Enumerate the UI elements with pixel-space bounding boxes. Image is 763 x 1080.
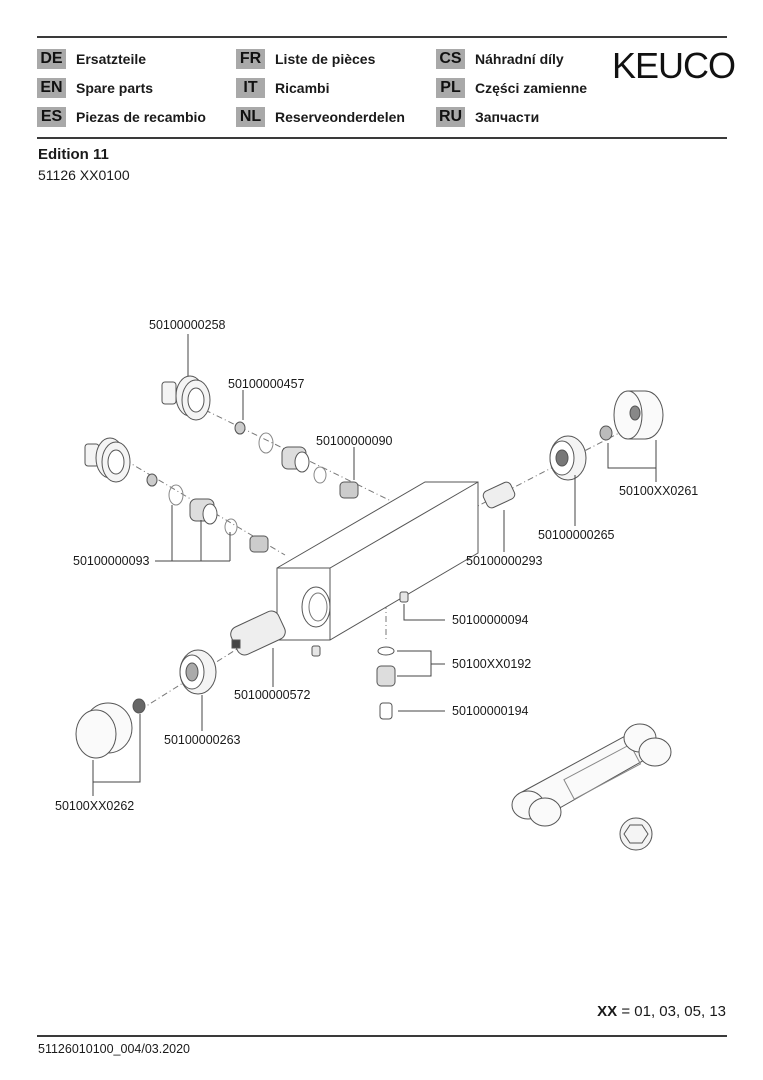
- right-rosette: [549, 435, 587, 481]
- language-code: CS: [436, 49, 465, 69]
- language-code: EN: [37, 78, 66, 98]
- right-handle: [613, 390, 664, 440]
- part-label-50100XX0192: 50100XX0192: [452, 657, 532, 671]
- part-label-50100000263: 50100000263: [164, 733, 241, 747]
- variant-key: XX: [597, 1003, 618, 1020]
- mounting-nut: [619, 817, 653, 851]
- language-code: IT: [236, 78, 265, 98]
- part-label-50100000457: 50100000457: [228, 377, 305, 391]
- variant-legend: XX = 01, 03, 05, 13: [597, 1003, 726, 1020]
- edition-title: Edition 11: [38, 146, 109, 163]
- language-label: Reserveonderdelen: [275, 109, 405, 125]
- bottom-stack: [376, 646, 396, 720]
- right-adapter: [599, 425, 613, 441]
- connector-upper: [161, 375, 211, 421]
- brand-logo: KEUCO: [612, 45, 736, 86]
- language-label: Liste de pièces: [275, 51, 376, 67]
- plugs: [311, 591, 409, 657]
- connector-lower: [84, 437, 131, 483]
- part-label-50100000094: 50100000094: [452, 613, 529, 627]
- valve-body: [276, 481, 479, 641]
- language-label: Spare parts: [76, 80, 154, 96]
- part-label-50100000090: 50100000090: [316, 434, 393, 448]
- part-label-50100000258: 50100000258: [149, 318, 226, 332]
- variant-values: = 01, 03, 05, 13: [621, 1003, 726, 1020]
- seat-bushings: [189, 446, 310, 525]
- language-label: Ersatzteile: [76, 51, 147, 67]
- part-label-50100000293: 50100000293: [466, 554, 543, 568]
- language-label: Piezas de recambio: [76, 109, 206, 125]
- part-label-50100000265: 50100000265: [538, 528, 615, 542]
- model-number: 51126 XX0100: [38, 167, 130, 183]
- language-label: Części zamienne: [475, 80, 588, 96]
- language-row-fr: FR Liste de pièces: [236, 49, 375, 69]
- o-rings: [168, 432, 327, 536]
- header-top-rule: [37, 36, 727, 38]
- language-row-cs: CS Náhradní díly: [436, 49, 564, 69]
- language-code: DE: [37, 49, 66, 69]
- left-rosette: [179, 649, 217, 695]
- language-row-en: EN Spare parts: [37, 78, 153, 98]
- part-label-50100XX0261: 50100XX0261: [619, 484, 699, 498]
- leader-lines: [92, 334, 657, 796]
- filter-cartridges: [249, 481, 359, 553]
- language-row-es: ES Piezas de recambio: [37, 107, 206, 127]
- footer-rule: [37, 1035, 727, 1037]
- part-label-50100000093: 50100000093: [73, 554, 150, 568]
- language-label: Ricambi: [275, 80, 330, 96]
- left-handle: [75, 702, 133, 759]
- language-label: Náhradní díly: [475, 51, 564, 67]
- thermostat-cartridge: [230, 610, 286, 656]
- language-label: Запчасти: [475, 109, 540, 125]
- language-code: NL: [236, 107, 265, 127]
- language-row-ru: RU Запчасти: [436, 107, 539, 127]
- part-label-50100000572: 50100000572: [234, 688, 311, 702]
- header-bottom-rule: [37, 137, 727, 139]
- language-row-de: DE Ersatzteile: [37, 49, 146, 69]
- mounting-bracket: [511, 723, 672, 827]
- language-row-pl: PL Części zamienne: [436, 78, 587, 98]
- check-valves: [146, 421, 246, 487]
- part-label-50100000194: 50100000194: [452, 704, 529, 718]
- right-cartridge: [482, 481, 516, 509]
- document-number: 51126010100_004/03.2020: [38, 1042, 191, 1056]
- language-code: PL: [436, 78, 465, 98]
- language-row-nl: NL Reserveonderdelen: [236, 107, 405, 127]
- language-row-it: IT Ricambi: [236, 78, 329, 98]
- part-label-50100XX0262: 50100XX0262: [55, 799, 135, 813]
- language-code: RU: [436, 107, 465, 127]
- left-adapter: [132, 698, 146, 714]
- language-code: FR: [236, 49, 265, 69]
- language-code: ES: [37, 107, 66, 127]
